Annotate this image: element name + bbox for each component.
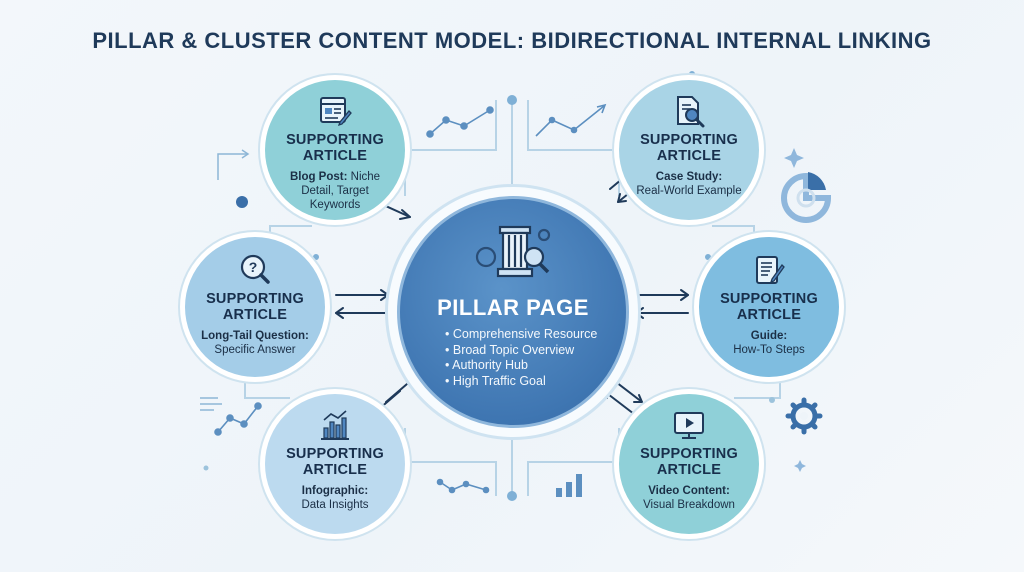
article-heading: SUPPORTING (640, 132, 738, 148)
article-heading: ARTICLE (302, 462, 368, 478)
pillar-page-node: PILLAR PAGE Comprehensive Resource Broad… (397, 196, 629, 428)
pillar-bullet: High Traffic Goal (445, 374, 597, 390)
article-detail: How-To Steps (733, 344, 805, 356)
article-detail: Visual Breakdown (643, 499, 735, 511)
article-node-long-tail-question: ? SUPPORTING ARTICLE Long-Tail Question:… (185, 237, 325, 377)
guide-document-icon (756, 256, 785, 284)
article-heading: ARTICLE (656, 148, 722, 164)
sparkle-icon (784, 148, 804, 168)
pillar-title: PILLAR PAGE (437, 295, 589, 320)
article-heading: SUPPORTING (720, 291, 818, 307)
article-heading: SUPPORTING (640, 446, 738, 462)
article-heading: ARTICLE (736, 307, 802, 323)
article-node-video-content: SUPPORTING ARTICLE Video Content: Visual… (619, 394, 759, 534)
article-heading: SUPPORTING (286, 446, 384, 462)
article-type: Infographic: (301, 485, 369, 497)
article-heading: ARTICLE (656, 462, 722, 478)
article-detail: Data Insights (301, 499, 369, 511)
pillar-bullet: Broad Topic Overview (445, 343, 597, 359)
article-type: Long-Tail Question: (201, 330, 309, 342)
pillar-bullet: Authority Hub (445, 358, 597, 374)
gear-icon (785, 397, 823, 435)
article-heading: SUPPORTING (206, 291, 304, 307)
blog-post-icon (320, 97, 352, 127)
diagram-title: PILLAR & CLUSTER CONTENT MODEL: BIDIRECT… (92, 28, 932, 53)
article-heading: ARTICLE (222, 307, 288, 323)
article-node-blog-post: SUPPORTING ARTICLE Blog Post: Niche Deta… (265, 80, 405, 220)
pillar-bullet: Comprehensive Resource (445, 327, 598, 343)
article-type: Case Study: (655, 171, 723, 183)
article-type: Blog Post: Niche (289, 171, 381, 183)
question-search-icon: ? (240, 254, 270, 284)
bar-chart-icon (321, 410, 349, 440)
article-node-infographic: SUPPORTING ARTICLE Infographic: Data Ins… (265, 394, 405, 534)
article-heading: SUPPORTING (286, 132, 384, 148)
pie-chart-icon (781, 172, 832, 223)
article-detail: Detail, Target (301, 185, 369, 197)
article-detail: Specific Answer (214, 344, 296, 356)
article-node-guide: SUPPORTING ARTICLE Guide: How-To Steps (699, 237, 839, 377)
article-type: Guide: (750, 330, 788, 342)
pillar-bullet-list: Comprehensive Resource Broad Topic Overv… (445, 327, 597, 389)
svg-text:?: ? (249, 259, 258, 275)
document-magnifier-icon (677, 96, 705, 128)
article-detail: Real-World Example (636, 185, 742, 197)
video-play-icon (674, 412, 704, 439)
article-detail: Keywords (309, 199, 361, 211)
article-heading: ARTICLE (302, 148, 368, 164)
pillar-column-icon (475, 225, 551, 278)
article-type: Video Content: (648, 485, 730, 497)
article-node-case-study: SUPPORTING ARTICLE Case Study: Real-Worl… (619, 80, 759, 220)
